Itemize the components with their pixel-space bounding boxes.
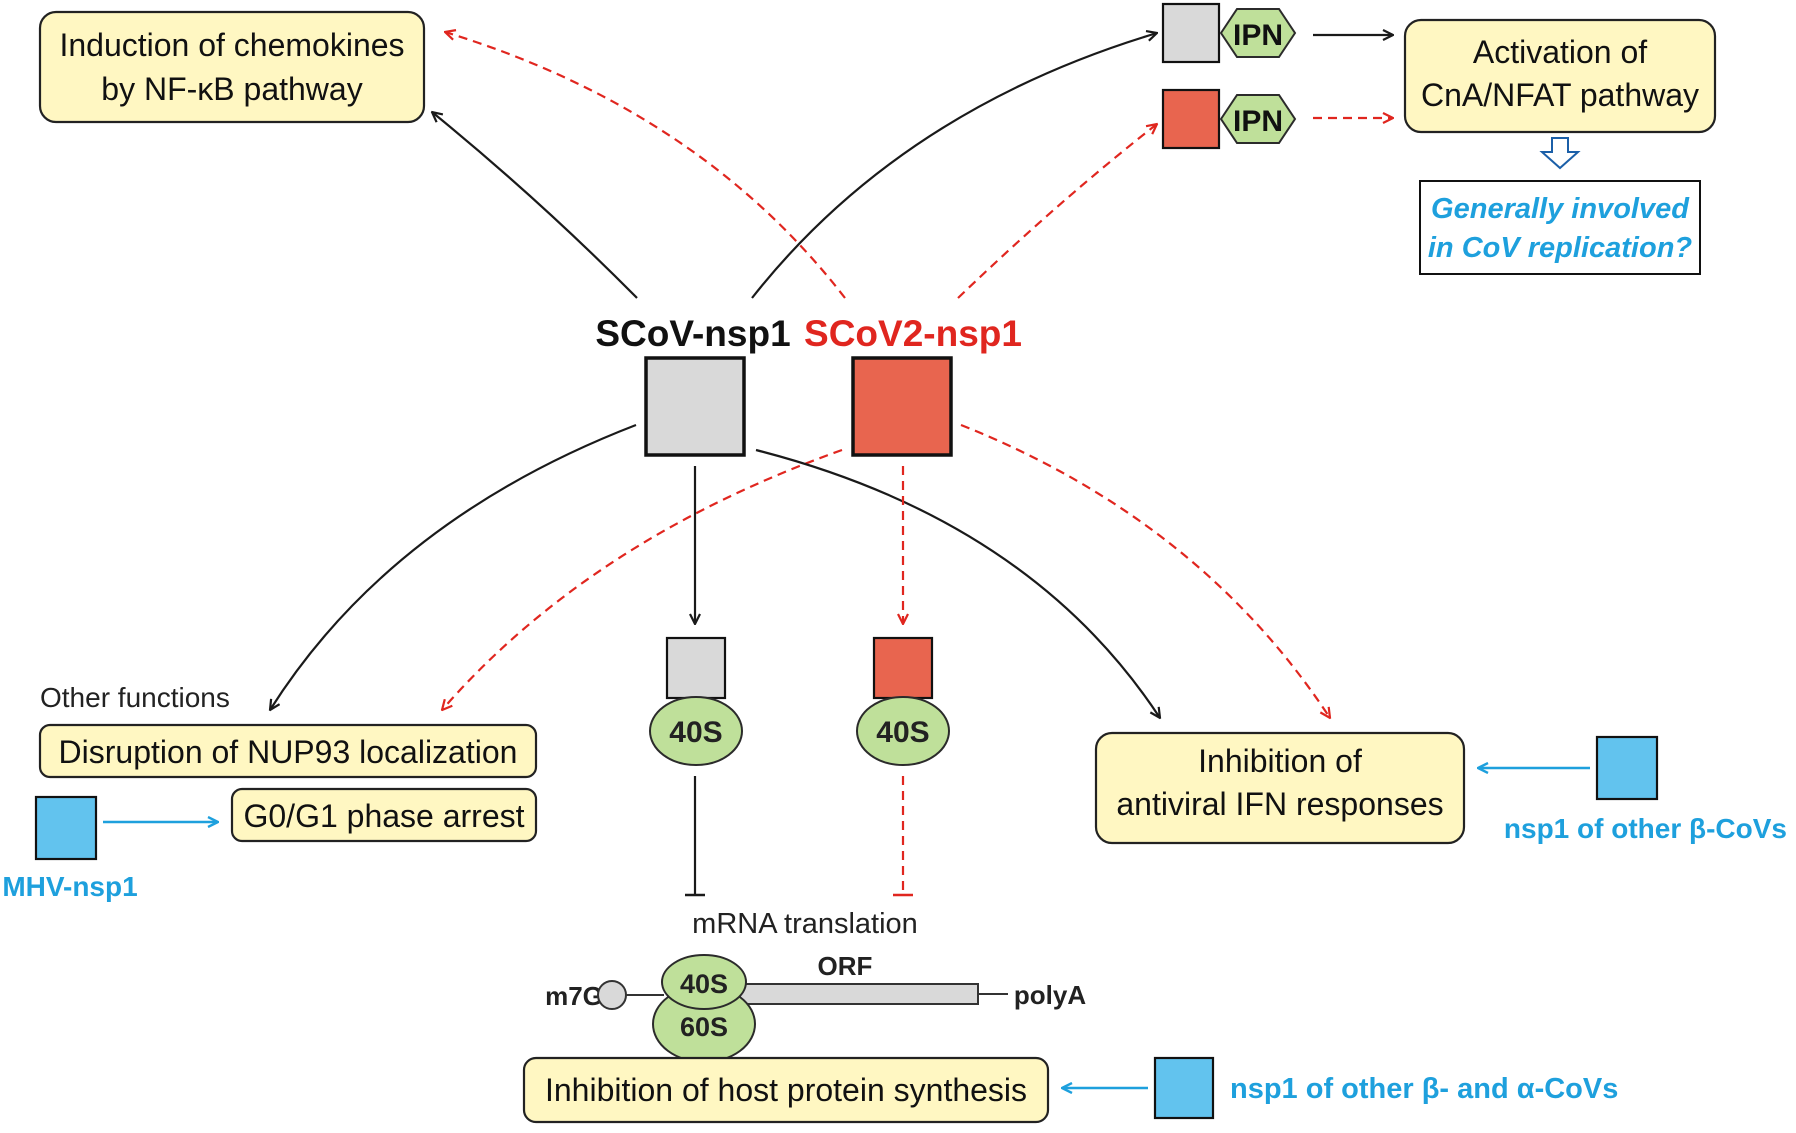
- ribosome-40s-right-label: 40S: [876, 716, 929, 749]
- nfkb-box: [38, 10, 426, 124]
- cov-replication-line1: Generally involved: [1431, 193, 1690, 225]
- scov2-to-ipn-arrow: [957, 124, 1157, 299]
- orf-label: ORF: [818, 951, 873, 981]
- scov-nsp1-ipn-square: [1161, 2, 1221, 64]
- scov-to-ipn-arrow: [751, 33, 1157, 299]
- mhv-nsp1-square: [34, 795, 98, 861]
- nsp1-beta-alpha-square: [1153, 1056, 1215, 1120]
- ribosome-40s-left-label: 40S: [669, 716, 722, 749]
- mrna-translation-label: mRNA translation: [692, 908, 918, 940]
- ribosome-40s-mrna: [661, 954, 747, 1010]
- nup93-label: Disruption of NUP93 localization: [59, 734, 518, 770]
- cov-replication-line2: in CoV replication?: [1428, 232, 1693, 264]
- ribosome-40s-left: [649, 696, 743, 766]
- scov2-to-nfkb-arrow: [445, 32, 846, 299]
- ipn-hexagon-bottom: [1219, 94, 1297, 144]
- cna-nfat-box: [1403, 18, 1717, 134]
- scov2-nsp1-small-square: [872, 636, 934, 700]
- orf-bar: [739, 983, 979, 1005]
- scov2-nsp1-square: [851, 356, 953, 457]
- nfkb-label-line2: by NF-κB pathway: [101, 71, 362, 107]
- nsp1-beta-label: nsp1 of other β-CoVs: [1504, 813, 1787, 844]
- scov-nsp1-label: SCoV-nsp1: [595, 313, 790, 354]
- cov-replication-box: [1419, 180, 1701, 275]
- scov-to-nfkb-arrow: [432, 112, 638, 299]
- scov2-to-ifn-arrow: [960, 423, 1330, 718]
- scov-to-ifn-arrow: [755, 448, 1160, 718]
- ribosome-40s-right: [856, 696, 950, 766]
- scov-nsp1-square: [644, 356, 746, 457]
- ribosome-40s-mrna-label: 40S: [680, 969, 728, 999]
- hollow-down-arrow-icon: [1539, 137, 1581, 170]
- host-protein-box: [522, 1056, 1050, 1124]
- ifn-box: [1094, 731, 1466, 845]
- g0g1-label: G0/G1 phase arrest: [243, 798, 524, 834]
- other-functions-label: Other functions: [40, 682, 230, 713]
- scov2-nsp1-label: SCoV2-nsp1: [804, 313, 1022, 354]
- nfkb-label-line1: Induction of chemokines: [59, 27, 404, 63]
- scov2-nsp1-ipn-square: [1161, 88, 1221, 150]
- m7g-label: m7G: [545, 981, 603, 1011]
- scov-to-nup93-arrow: [270, 423, 637, 710]
- ifn-label-line1: Inhibition of: [1198, 743, 1362, 779]
- host-protein-label: Inhibition of host protein synthesis: [545, 1072, 1027, 1108]
- cna-nfat-label-line2: CnA/NFAT pathway: [1421, 77, 1699, 113]
- ipn-hexagon-top: [1219, 8, 1297, 58]
- nup93-box: [38, 723, 538, 779]
- nsp1-beta-square: [1595, 735, 1659, 801]
- cna-nfat-label-line1: Activation of: [1473, 34, 1647, 70]
- scov2-to-nup93-arrow: [442, 448, 843, 710]
- ribosome-60s-label: 60S: [680, 1012, 728, 1042]
- mhv-nsp1-label: MHV-nsp1: [2, 871, 137, 902]
- m7g-cap-icon: [597, 980, 627, 1010]
- ifn-label-line2: antiviral IFN responses: [1116, 786, 1443, 822]
- ipn-label-bottom: IPN: [1233, 105, 1283, 138]
- g0g1-box: [230, 787, 538, 843]
- polya-label: polyA: [1014, 980, 1086, 1010]
- nsp1-beta-alpha-label: nsp1 of other β- and α-CoVs: [1230, 1073, 1618, 1105]
- scov-nsp1-small-square: [665, 636, 727, 700]
- ipn-label-top: IPN: [1233, 19, 1283, 52]
